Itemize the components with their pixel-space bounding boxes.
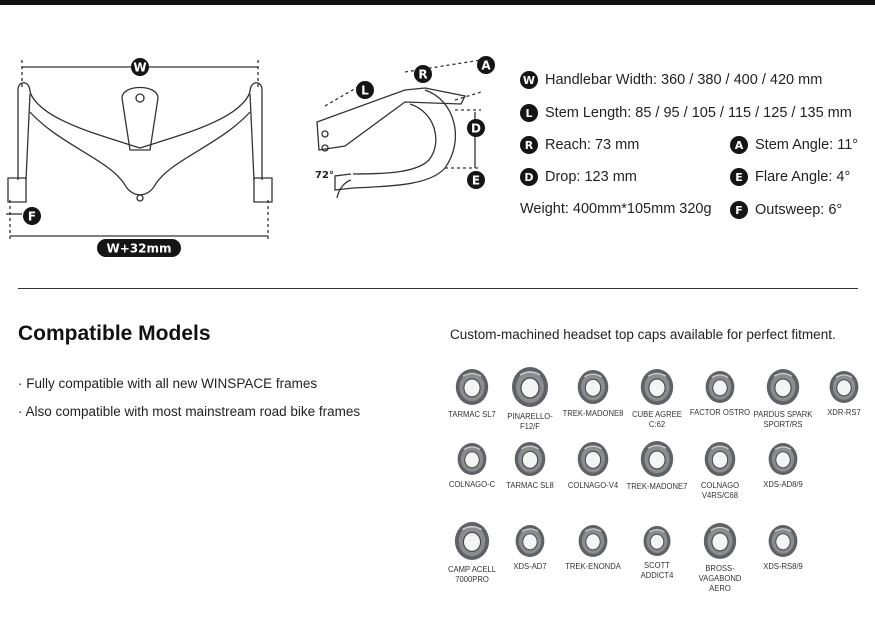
width-badge: W xyxy=(133,61,146,75)
top-cap-icon xyxy=(454,522,490,560)
top-cap-item: PARDUS SPARK SPORT/RS xyxy=(749,368,817,429)
top-cap-label: CAMP ACELL 7000PRO xyxy=(448,564,496,584)
spec-weight: Weight: 400mm*105mm 320g xyxy=(520,201,712,217)
section-divider xyxy=(18,288,858,289)
top-bar xyxy=(0,0,875,5)
top-cap-label: XDS-AD7 xyxy=(513,561,547,571)
top-cap-item: XDS-AD8/9 xyxy=(749,442,817,489)
top-cap-icon xyxy=(512,367,548,407)
stem-length-badge: L xyxy=(361,84,369,98)
top-cap-icon xyxy=(578,525,608,557)
top-cap-icon xyxy=(455,369,489,405)
top-cap-icon xyxy=(577,370,609,404)
top-cap-item: SCOTT ADDICT4 xyxy=(623,525,691,580)
top-cap-icon xyxy=(704,442,736,476)
top-cap-label: XDS-RS8/9 xyxy=(763,561,803,571)
top-cap-item: XDS-AD7 xyxy=(496,524,564,571)
top-cap-label: XDR-RS7 xyxy=(827,407,861,417)
top-caps-intro: Custom-machined headset top caps availab… xyxy=(450,327,836,342)
top-cap-item: TARMAC SL7 xyxy=(438,368,506,419)
top-cap-item: PINARELLO-F12/F xyxy=(496,366,564,431)
top-cap-icon xyxy=(640,369,674,405)
top-cap-label: TREK-ENONDA xyxy=(565,561,621,571)
top-cap-icon xyxy=(643,526,671,556)
spec-reach-text: Reach: 73 mm xyxy=(545,137,640,153)
top-cap-item: COLNAGO V4RS/C68 xyxy=(686,441,754,500)
spec-reach: R Reach: 73 mm xyxy=(520,136,639,154)
spec-outsweep-text: Outsweep: 6° xyxy=(755,202,843,218)
top-cap-icon xyxy=(577,442,609,476)
top-cap-icon xyxy=(457,443,487,475)
top-cap-icon xyxy=(703,523,737,559)
top-cap-label: COLNAGO-C xyxy=(448,479,496,489)
top-cap-label: XDS-AD8/9 xyxy=(763,479,803,489)
reach-icon: R xyxy=(520,136,538,154)
top-cap-label: TARMAC SL7 xyxy=(448,409,496,419)
top-cap-item: XDR-RS7 xyxy=(810,370,875,417)
compatibility-bullet-1: · Fully compatible with all new WINSPACE… xyxy=(18,376,318,391)
spec-flare-angle-text: Flare Angle: 4° xyxy=(755,169,851,185)
spec-weight-text: Weight: 400mm*105mm 320g xyxy=(520,201,712,217)
top-cap-icon xyxy=(829,371,859,403)
spec-width-text: Handlebar Width: 360 / 380 / 400 / 420 m… xyxy=(545,72,823,88)
top-cap-icon xyxy=(766,369,800,405)
handlebar-front-diagram: W F W+32mm xyxy=(6,58,273,257)
top-cap-item: TREK-MADONE7 xyxy=(623,440,691,491)
top-cap-label: BROSS-VAGABOND AERO xyxy=(698,563,742,593)
top-cap-label: FACTOR OSTRO xyxy=(689,407,751,417)
top-cap-item: COLNAGO-C xyxy=(438,442,506,489)
drop-badge: D xyxy=(471,122,481,136)
spec-stem-angle: A Stem Angle: 11° xyxy=(730,136,858,154)
spec-stem-length-text: Stem Length: 85 / 95 / 105 / 115 / 125 /… xyxy=(545,105,852,121)
angle-icon: A xyxy=(730,136,748,154)
overall-width-label: W+32mm xyxy=(107,242,172,256)
top-cap-label: TARMAC SL8 xyxy=(506,480,554,490)
top-cap-icon xyxy=(640,441,674,477)
top-cap-item: TARMAC SL8 xyxy=(496,441,564,490)
top-cap-label: PINARELLO-F12/F xyxy=(507,411,553,431)
top-cap-item: CUBE AGREE C:62 xyxy=(623,368,691,429)
top-cap-item: TREK-ENONDA xyxy=(559,524,627,571)
spec-stem-length: L Stem Length: 85 / 95 / 105 / 115 / 125… xyxy=(520,104,852,122)
compatibility-bullet-2: · Also compatible with most mainstream r… xyxy=(18,404,361,419)
top-cap-icon xyxy=(705,371,735,403)
spec-drop-text: Drop: 123 mm xyxy=(545,169,637,185)
outsweep-icon: F xyxy=(730,201,748,219)
flare-icon: E xyxy=(730,168,748,186)
drop-icon: D xyxy=(520,168,538,186)
angle-72-label: 72° xyxy=(315,170,334,181)
top-cap-label: TREK-MADONE7 xyxy=(626,481,688,491)
top-cap-item: BROSS-VAGABOND AERO xyxy=(686,522,754,593)
flare-badge: F xyxy=(28,210,36,224)
top-cap-item: COLNAGO-V4 xyxy=(559,441,627,490)
top-cap-label: COLNAGO V4RS/C68 xyxy=(700,480,740,500)
top-cap-icon xyxy=(514,442,546,476)
handlebar-side-diagram: L R A D E 72° xyxy=(315,56,495,199)
spec-drop: D Drop: 123 mm xyxy=(520,168,637,186)
flare-angle-badge: E xyxy=(472,174,480,188)
top-cap-icon xyxy=(515,525,545,557)
top-cap-item: TREK-MADONE8 xyxy=(559,369,627,418)
top-cap-item: CAMP ACELL 7000PRO xyxy=(438,521,506,584)
top-cap-label: COLNAGO-V4 xyxy=(567,480,619,490)
top-cap-item: XDS-RS8/9 xyxy=(749,524,817,571)
top-cap-icon xyxy=(768,443,798,475)
compatible-models-title: Compatible Models xyxy=(18,322,211,345)
spec-width: W Handlebar Width: 360 / 380 / 400 / 420… xyxy=(520,71,822,89)
top-cap-icon xyxy=(768,525,798,557)
spec-flare-angle: E Flare Angle: 4° xyxy=(730,168,850,186)
reach-badge: R xyxy=(418,68,427,82)
top-cap-label: CUBE AGREE C:62 xyxy=(632,409,682,429)
spec-outsweep: F Outsweep: 6° xyxy=(730,201,842,219)
top-cap-label: TREK-MADONE8 xyxy=(562,408,624,418)
stem-angle-badge: A xyxy=(481,59,491,73)
stem-icon: L xyxy=(520,104,538,122)
top-cap-label: SCOTT ADDICT4 xyxy=(640,560,674,580)
top-cap-item: FACTOR OSTRO xyxy=(686,370,754,417)
spec-stem-angle-text: Stem Angle: 11° xyxy=(755,137,859,153)
width-icon: W xyxy=(520,71,538,89)
top-cap-label: PARDUS SPARK SPORT/RS xyxy=(753,409,813,429)
